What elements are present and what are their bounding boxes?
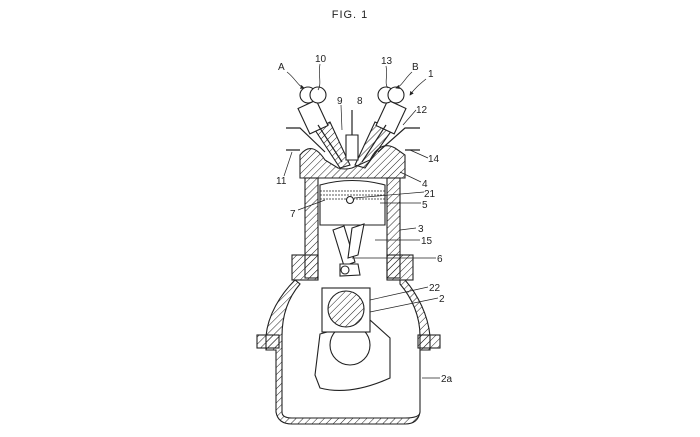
label-9: 9 [337,96,343,107]
label-13: 13 [381,56,393,67]
label-2a: 2a [441,374,453,385]
reference-labels: A 10 13 B 1 9 8 12 11 14 4 21 5 7 3 15 6… [276,54,453,385]
label-B: B [412,62,419,73]
label-21: 21 [424,189,436,200]
label-12: 12 [416,105,428,116]
crankshaft [314,287,391,391]
label-1: 1 [428,69,434,80]
intake-valve-assembly [297,86,343,163]
spark-plug [345,110,359,161]
label-3: 3 [418,224,424,235]
label-8: 8 [357,96,363,107]
figure-title: FIG. 1 [332,9,369,21]
leader-lines [283,63,440,379]
label-22: 22 [429,283,441,294]
label-11: 11 [276,176,287,187]
label-10: 10 [315,54,327,65]
label-6: 6 [437,254,443,265]
label-7: 7 [290,209,296,220]
label-4: 4 [422,179,428,190]
label-14: 14 [428,154,440,165]
label-2: 2 [439,294,445,305]
connecting-rod [332,223,365,277]
piston [319,180,386,226]
label-A: A [278,62,285,73]
label-5: 5 [422,200,428,211]
exhaust-valve-assembly [361,86,407,163]
label-15: 15 [421,236,433,247]
